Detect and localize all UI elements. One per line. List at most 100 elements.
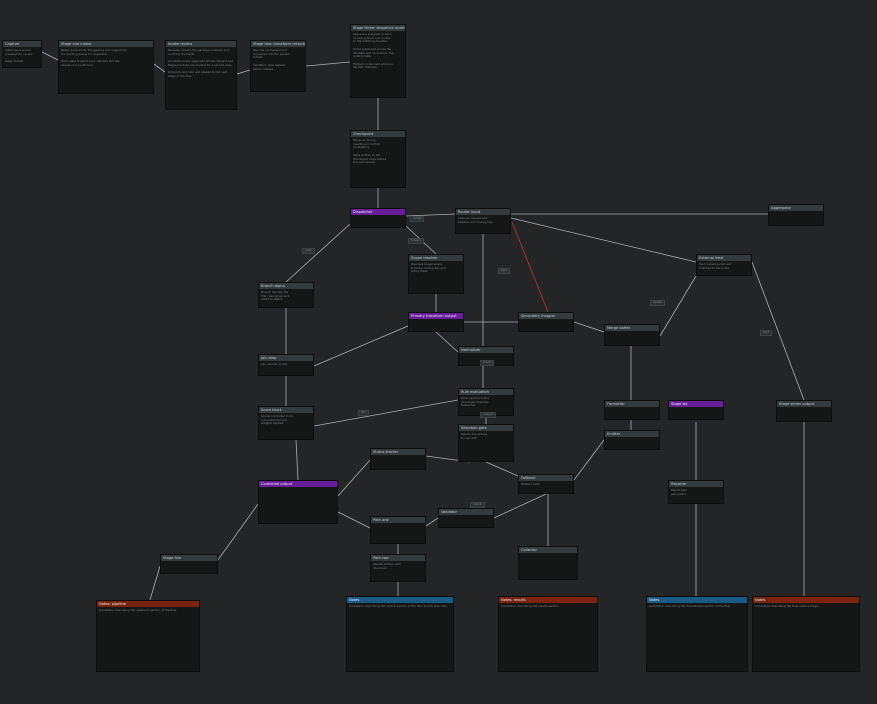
node-body [519, 319, 573, 323]
node-body [459, 353, 513, 357]
node-title: Emitter [605, 431, 659, 437]
node-title: Secondary mapper [519, 313, 573, 319]
node-title: Fallback [519, 475, 573, 481]
node-body: Resolves target scope from the routing k… [411, 262, 446, 274]
graph-node[interactable]: Dispatcher [350, 208, 406, 228]
node-title: Notes: pipeline [97, 601, 199, 607]
node-body: Scores computed from rule outcomes and w… [261, 414, 293, 426]
node-body [161, 561, 217, 565]
node-title: Path two [371, 555, 425, 561]
graph-node[interactable]: Stage six [668, 400, 724, 420]
node-title: Stage six [669, 401, 723, 407]
node-title: Stage two: transform records [251, 41, 305, 47]
graph-edge [573, 321, 605, 333]
node-title: Path one [371, 517, 425, 523]
graph-edge [425, 517, 439, 527]
graph-node[interactable]: Combined output [258, 480, 338, 524]
graph-node[interactable]: Validator [438, 508, 494, 528]
node-title: Notes [347, 597, 453, 603]
node-title: Validator [439, 509, 493, 515]
graph-node[interactable]: Stage seven output [776, 400, 832, 422]
node-title: Router input [456, 209, 510, 215]
node-body [605, 331, 659, 335]
graph-node[interactable]: Primary transform output [408, 312, 464, 332]
node-body: Inbound request with headers and routing… [458, 216, 493, 224]
graph-node[interactable]: Collector [518, 546, 578, 580]
node-title: Combined output [259, 481, 337, 487]
edge-label: link [358, 410, 369, 416]
graph-node[interactable]: Normalizer [458, 346, 514, 366]
edge-label: forward [408, 238, 424, 244]
graph-node[interactable]: Formatter [604, 400, 660, 420]
graph-edge [295, 439, 299, 481]
graph-edge [313, 399, 459, 427]
node-title: Notes: results [499, 597, 597, 603]
node-title: Stage five [161, 555, 217, 561]
node-body: Fallback path [521, 482, 540, 486]
node-title: Stage one intake [59, 41, 153, 47]
edge-label: route [302, 248, 315, 254]
graph-edge-accent [511, 221, 549, 313]
graph-edge [751, 261, 805, 401]
node-title: Score block [259, 407, 313, 413]
node-body [371, 523, 425, 527]
edge-label: connect [480, 412, 497, 418]
graph-node[interactable]: Status tracker [370, 448, 426, 470]
graph-edge [41, 51, 59, 61]
node-title: Aggregator [769, 205, 823, 211]
graph-node[interactable]: Path one [370, 516, 426, 544]
graph-node[interactable]: Merge buffer [604, 324, 660, 346]
graph-node[interactable]: Secondary mapper [518, 312, 574, 332]
graph-edge [337, 459, 371, 497]
node-title: Branch alpha [259, 283, 313, 289]
graph-node[interactable]: Emitter [604, 430, 660, 450]
node-body [439, 515, 493, 519]
edge-label: check [480, 360, 494, 366]
node-title: Notes [753, 597, 859, 603]
node-body: Records normalized and converted into th… [253, 48, 290, 71]
node-body: Branch handles the first case group and … [261, 290, 289, 302]
graph-edge [149, 565, 161, 601]
graph-edge [337, 511, 371, 529]
node-body: Annotation describing the final archive … [755, 604, 819, 608]
node-title: Status tracker [371, 449, 425, 455]
node-body [669, 407, 723, 411]
graph-edge [510, 217, 697, 263]
node-body [777, 407, 831, 411]
node-body [605, 437, 659, 441]
node-title: Stage three: sequence routing [351, 25, 405, 31]
node-body: Reviewer checks the package contents and… [168, 48, 234, 78]
node-body [519, 553, 577, 557]
graph-edge [659, 275, 697, 337]
node-title: Intake review [166, 41, 236, 47]
node-body: Annotation describing the central sectio… [349, 604, 448, 608]
graph-node[interactable]: Stage five [160, 554, 218, 574]
graph-node[interactable]: Aggregator [768, 204, 824, 226]
graph-edge [435, 331, 459, 353]
node-body [769, 211, 823, 215]
